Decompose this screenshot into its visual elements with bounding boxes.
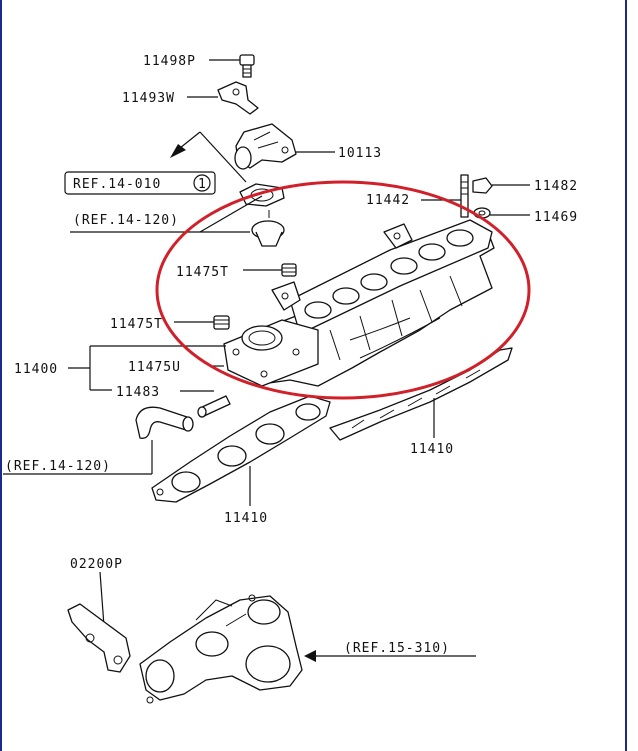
nut-11475t-lower[interactable] bbox=[213, 315, 230, 330]
exhaust-manifold[interactable] bbox=[139, 594, 303, 704]
intake-manifold-11400[interactable] bbox=[223, 219, 495, 387]
label-11400: 11400 bbox=[14, 362, 58, 377]
label-11469: 11469 bbox=[534, 210, 578, 225]
outlet-gasket[interactable] bbox=[239, 183, 285, 207]
label-02200p: 02200P bbox=[70, 557, 123, 572]
thermostat[interactable] bbox=[251, 210, 285, 247]
bolt-11498p[interactable] bbox=[239, 54, 255, 78]
nut-11482[interactable] bbox=[472, 177, 493, 194]
ref-14-120-lower[interactable]: (REF.14-120) bbox=[5, 459, 111, 474]
ref-14-010-box[interactable]: REF.14-010 1 bbox=[64, 171, 216, 195]
ref-14-120-upper[interactable]: (REF.14-120) bbox=[73, 213, 179, 228]
label-11475u: 11475U bbox=[128, 360, 181, 375]
pipe-11483[interactable] bbox=[197, 395, 231, 418]
ref-15-310[interactable]: (REF.15-310) bbox=[344, 641, 450, 656]
water-outlet-10113[interactable] bbox=[234, 123, 297, 170]
label-11483: 11483 bbox=[116, 385, 160, 400]
ref-14-010-circle-number: 1 bbox=[198, 177, 207, 192]
ref-arrow-icon bbox=[170, 144, 186, 158]
bracket-02200p[interactable] bbox=[67, 603, 131, 673]
label-11410-left: 11410 bbox=[224, 511, 268, 526]
label-11442: 11442 bbox=[366, 193, 410, 208]
ref-14-010-text: REF.14-010 bbox=[73, 177, 161, 192]
label-11475t-upper: 11475T bbox=[176, 265, 229, 280]
ref-15-310-arrow-icon bbox=[304, 650, 316, 662]
label-11482: 11482 bbox=[534, 179, 578, 194]
hose[interactable] bbox=[135, 406, 194, 439]
highlight-ellipse bbox=[155, 180, 531, 400]
gasket-11410-left[interactable] bbox=[151, 395, 331, 503]
label-11475t-lower: 11475T bbox=[110, 317, 163, 332]
label-11493w: 11493W bbox=[122, 91, 175, 106]
label-10113: 10113 bbox=[338, 146, 382, 161]
label-11410-right: 11410 bbox=[410, 442, 454, 457]
label-11498p: 11498P bbox=[143, 54, 196, 69]
stud-11442[interactable] bbox=[460, 174, 469, 218]
nut-11475t-upper[interactable] bbox=[281, 263, 297, 277]
gasket-11410-right[interactable] bbox=[329, 347, 513, 441]
bracket-11493w[interactable] bbox=[217, 81, 259, 115]
